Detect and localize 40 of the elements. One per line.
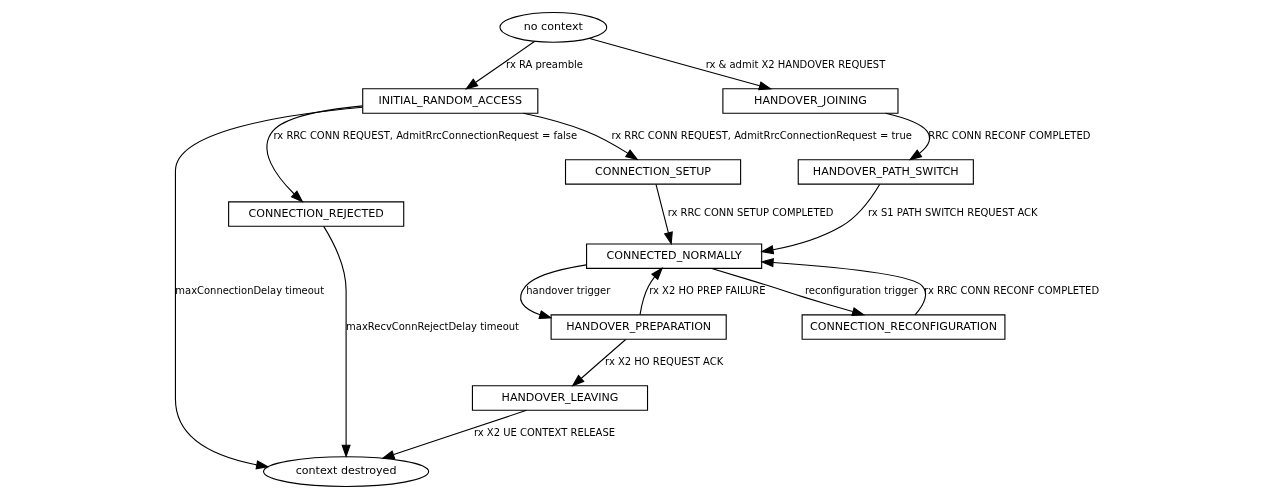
node-box: CONNECTION_SETUP xyxy=(564,159,742,185)
edge-label: rx RA preamble xyxy=(506,58,583,70)
edge-label: rx RRC CONN REQUEST, AdmitRrcConnectionRequest = true xyxy=(611,129,912,141)
node-box: HANDOVER_LEAVING xyxy=(471,385,649,411)
node-box: CONNECTION_RECONFIGURATION xyxy=(801,314,1006,340)
node-box: CONNECTED_NORMALLY xyxy=(586,243,763,269)
arrow xyxy=(760,257,926,316)
edge-label: maxConnectionDelay timeout xyxy=(175,285,325,297)
arrow xyxy=(885,112,931,161)
arrow xyxy=(522,112,639,161)
edge-label: rx X2 HO PREP FAILURE xyxy=(649,285,766,297)
edge-label: rx X2 UE CONTEXT RELEASE xyxy=(473,426,616,438)
arrow xyxy=(655,183,673,246)
arrow xyxy=(174,106,364,470)
edge-label: rx X2 HO REQUEST ACK xyxy=(605,355,724,367)
edge-label: maxRecvConnRejectDelay timeout xyxy=(346,320,519,332)
arrow xyxy=(266,105,364,203)
node-ellipse: context destroyed xyxy=(263,456,430,487)
arrow xyxy=(711,267,866,317)
edge-label: rx & admit X2 HANDOVER REQUEST xyxy=(705,58,886,70)
arrow xyxy=(760,183,881,255)
edge-label: handover trigger xyxy=(526,285,611,297)
edge-label: RRC CONN RECONF COMPLETED xyxy=(928,129,1091,141)
edge-label: rx S1 PATH SWITCH REQUEST ACK xyxy=(868,207,1038,219)
node-box: HANDOVER_JOINING xyxy=(722,88,899,114)
arrow xyxy=(381,409,528,459)
arrow xyxy=(589,38,773,91)
node-box: HANDOVER_PREPARATION xyxy=(550,314,727,340)
arrow xyxy=(520,264,587,320)
node-box: INITIAL_RANDOM_ACCESS xyxy=(362,88,539,114)
edge-label: rx RRC CONN REQUEST, AdmitRrcConnectionRequest = false xyxy=(273,129,578,141)
arrow xyxy=(464,41,535,90)
arrow xyxy=(323,225,351,458)
node-box: CONNECTION_REJECTED xyxy=(228,201,405,227)
node-ellipse: no context xyxy=(499,12,608,43)
edge-label: reconfiguration trigger xyxy=(804,285,918,297)
node-box: HANDOVER_PATH_SWITCH xyxy=(797,159,974,185)
arrow xyxy=(571,338,627,387)
arrow xyxy=(639,267,664,316)
edge-label: rx RRC CONN SETUP COMPLETED xyxy=(667,207,834,219)
